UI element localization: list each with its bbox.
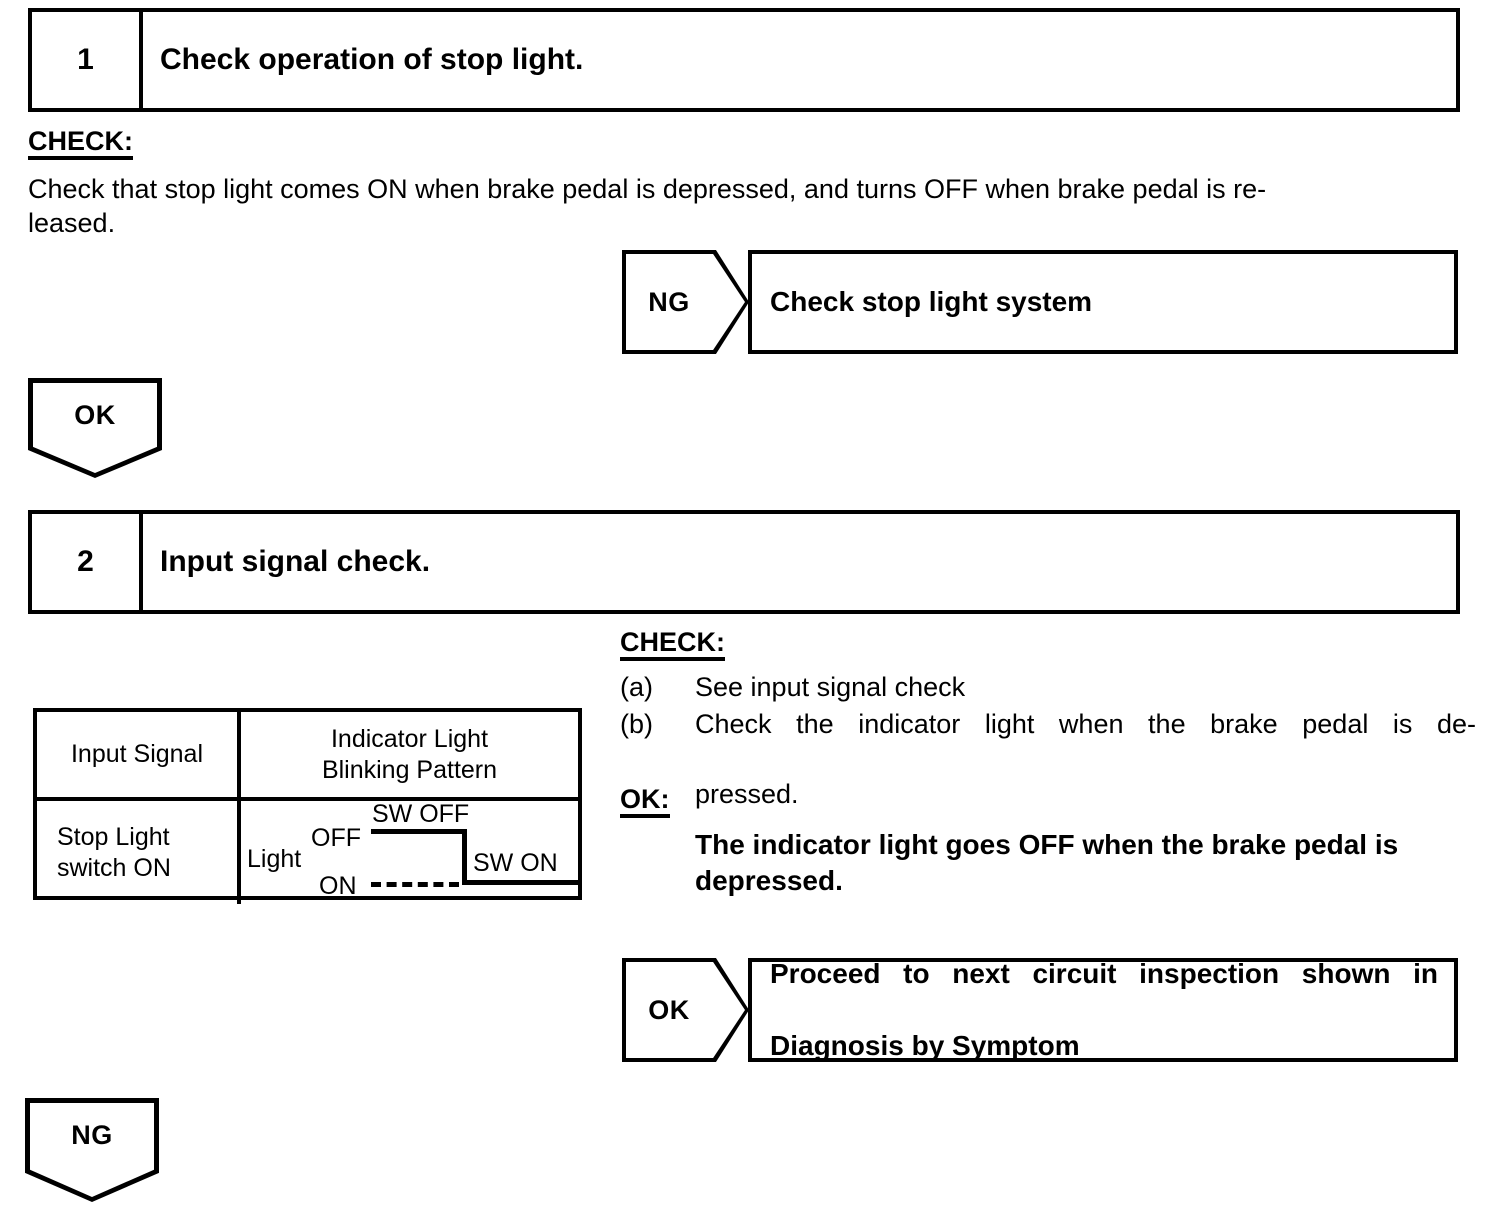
check-item-a-marker: (a) — [620, 672, 653, 702]
step-1-check-line-1: Check that stop light comes ON when brak… — [28, 174, 1267, 204]
step-1-check-line-2: leased. — [28, 208, 116, 238]
ok-tag-step-1-label: OK — [74, 400, 116, 430]
step-1-number: 1 — [32, 12, 143, 108]
ok-action-step-2-line-2: Diagnosis by Symptom — [770, 1029, 1080, 1061]
check-item-b-text: Check the indicator light when the brake… — [695, 707, 1476, 812]
blinking-pattern-waveform: Light OFF ON SW OFF SW ON — [241, 800, 579, 904]
step-2-box: 2 Input signal check. — [28, 510, 1460, 614]
step-2-ok-line-2: depressed. — [695, 865, 843, 897]
check-item-b-line-2: pressed. — [695, 779, 799, 810]
check-item-b-marker: (b) — [620, 709, 653, 740]
ng-action-step-1-box: Check stop light system — [748, 250, 1458, 354]
waveform-segment-on-low — [462, 880, 579, 885]
ng-tag-step-1: NG — [622, 250, 749, 354]
table-row: Stop Light switch ON Light OFF ON SW OFF… — [37, 797, 579, 904]
ok-tag-step-2-label: OK — [648, 994, 690, 1025]
check-item-b-line-1: Check the indicator light when the brake… — [695, 709, 1476, 740]
table-header-blinking-pattern-line-2: Blinking Pattern — [321, 755, 498, 784]
step-2-ok-statement: The indicator light goes OFF when the br… — [695, 827, 1476, 900]
waveform-axis-label: Light — [247, 845, 302, 873]
table-header-blinking-pattern: Indicator Light Blinking Pattern — [241, 712, 578, 797]
waveform-on-reference-dashed-line — [371, 882, 459, 887]
ng-tag-step-1-label: NG — [648, 286, 690, 317]
check-item-a: (a) See input signal check — [620, 670, 1476, 705]
step-2-ok-line-1: The indicator light goes OFF when the br… — [695, 829, 1399, 860]
table-cell-stop-light-line-1: Stop Light — [57, 823, 170, 851]
step-2-check-list: (a) See input signal check (b) Check the… — [620, 670, 1476, 814]
table-cell-stop-light-switch: Stop Light switch ON — [37, 801, 241, 904]
step-1-check-heading: CHECK: — [28, 127, 133, 161]
step-1-title: Check operation of stop light. — [160, 43, 584, 76]
waveform-segment-off-high — [371, 829, 467, 834]
waveform-level-on-label: ON — [319, 872, 357, 900]
waveform-falling-edge — [462, 829, 467, 885]
ok-tag-step-2: OK — [622, 958, 749, 1062]
check-item-a-text: See input signal check — [695, 672, 966, 702]
ok-action-step-2-text: Proceed to next circuit inspection shown… — [770, 956, 1438, 1063]
step-2-check-heading: CHECK: — [620, 628, 725, 662]
step-1-box: 1 Check operation of stop light. — [28, 8, 1460, 112]
table-header-blinking-pattern-line-1: Indicator Light — [330, 725, 489, 753]
ng-tag-step-2: NG — [25, 1098, 159, 1202]
ng-action-step-1-text: Check stop light system — [770, 286, 1093, 318]
table-cell-stop-light-line-2: switch ON — [57, 853, 171, 882]
table-header-row: Input Signal Indicator Light Blinking Pa… — [37, 712, 578, 797]
blinking-pattern-table: Input Signal Indicator Light Blinking Pa… — [33, 708, 582, 904]
step-2-ok-heading: OK: — [620, 785, 670, 819]
table-header-input-signal: Input Signal — [37, 712, 241, 797]
waveform-level-off-label: OFF — [311, 824, 361, 852]
step-2-title: Input signal check. — [160, 545, 431, 578]
step-2-number: 2 — [32, 514, 143, 610]
ok-action-step-2-box: Proceed to next circuit inspection shown… — [748, 958, 1458, 1062]
ng-tag-step-2-label: NG — [71, 1120, 113, 1150]
table-cell-waveform: Light OFF ON SW OFF SW ON — [241, 800, 579, 904]
ok-tag-step-1: OK — [28, 378, 162, 478]
ok-action-step-2-line-1: Proceed to next circuit inspection shown… — [770, 958, 1438, 990]
check-item-b: (b) Check the indicator light when the b… — [620, 707, 1476, 812]
waveform-state-sw-off-label: SW OFF — [372, 800, 470, 828]
waveform-state-sw-on-label: SW ON — [473, 849, 558, 877]
